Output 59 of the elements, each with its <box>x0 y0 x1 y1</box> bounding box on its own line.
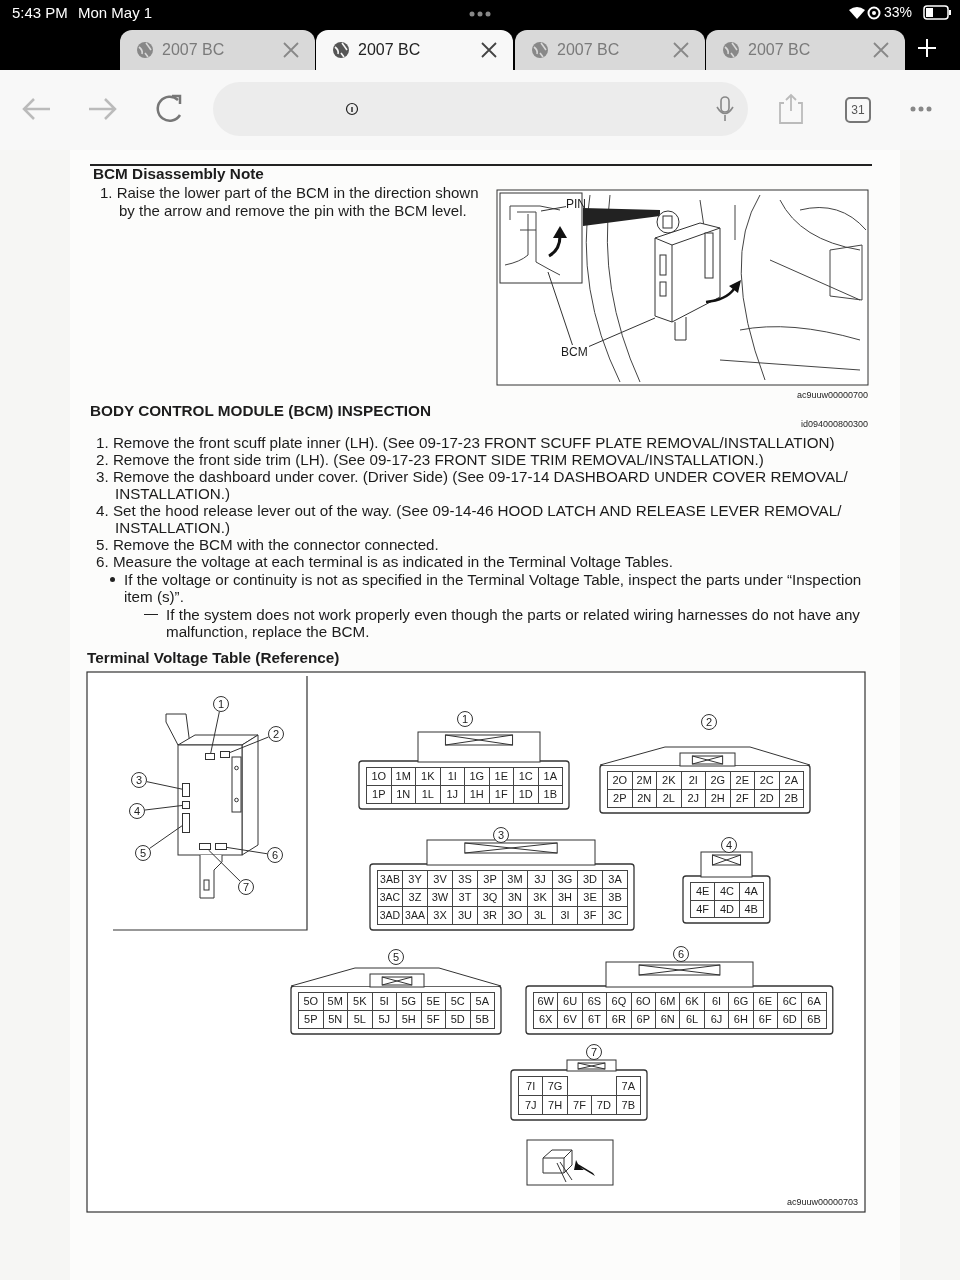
terminal-cell: 7D <box>591 1095 617 1115</box>
leader-line <box>144 805 183 811</box>
instruction-step: 4. Set the hood release lever out of the way. (See 09-14-46 HOOD LATCH AND RELEASE LEVER REMOVAL/ INSTALLATION.) <box>96 502 876 536</box>
figure-code: ac9uuw00000703 <box>785 1197 858 1208</box>
connector-slot <box>199 843 211 850</box>
figure-code: ac9uuw00000700 <box>795 390 868 401</box>
terminal-cell: 7F <box>566 1095 593 1115</box>
document-id: id094000800300 <box>799 419 868 430</box>
instruction-step: 3. Remove the dashboard under cover. (Driver Side) (See 09-17-14 DASHBOARD UNDER COVER REMOVAL/ INSTALLATION.) <box>96 468 876 502</box>
connector-slot <box>182 813 190 833</box>
instruction-step: 1. Raise the lower part of the BCM in the direction shown by the arrow and remove the pin with the BCM level. <box>100 184 479 220</box>
leader-line <box>149 825 183 849</box>
terminal-cell: 4A <box>738 882 764 901</box>
leader-line <box>146 781 183 790</box>
connector-slot <box>215 843 227 850</box>
instruction-note: If the voltage or continuity is not as specified in the Terminal Voltage Table, inspect the parts under “Inspection item (s)”. <box>124 571 863 605</box>
terminal-cell: 5B <box>469 1010 495 1029</box>
terminal-cell: 3AD <box>377 906 403 925</box>
terminal-cell: 7J <box>518 1095 544 1115</box>
browser-tab: 2007 BC <box>120 30 315 70</box>
terminal-cell: 5P <box>298 1010 324 1029</box>
terminal-cell: 6B <box>801 1010 827 1029</box>
instruction-step: 6. Measure the voltage at each terminal is as indicated in the Terminal Voltage Tables. <box>96 553 876 570</box>
tab-count-button: 31 <box>845 97 871 123</box>
leader-line <box>547 271 573 346</box>
connector-slot <box>182 801 190 809</box>
leader-line <box>226 846 268 855</box>
leader-line <box>588 317 656 347</box>
connector-slot <box>220 751 230 758</box>
instruction-step: 5. Remove the BCM with the connector connected. <box>96 536 876 553</box>
terminal-cell: 6X <box>533 1010 559 1029</box>
terminal-cell: 7A <box>615 1076 641 1096</box>
connector-slot <box>205 753 215 760</box>
leader-line <box>540 206 567 212</box>
section-heading: BODY CONTROL MODULE (BCM) INSPECTION <box>90 402 433 421</box>
browser-tab: 2007 BC <box>706 30 905 70</box>
terminal-cell: 4E <box>690 882 716 901</box>
browser-tab: 2007 BC <box>316 30 513 70</box>
instruction-note: If the system does not work properly even though the parts or related wiring harnesses do not have any malfunction, replace the BCM. <box>166 606 861 640</box>
table-heading: Terminal Voltage Table (Reference) <box>87 649 341 668</box>
terminal-cell: 2B <box>778 789 804 808</box>
leader-line <box>210 711 220 754</box>
terminal-cell: 1B <box>537 785 563 804</box>
battery-percent: 33% <box>884 4 914 21</box>
leader-line <box>208 849 241 882</box>
part-label: BCM <box>561 345 588 360</box>
terminal-cell: 7B <box>615 1095 641 1115</box>
terminal-cell: 1P <box>366 785 392 804</box>
instruction-step: 1. Remove the front scuff plate inner (LH). (See 09-17-23 FRONT SCUFF PLATE REMOVAL/INSTALLATION) <box>96 434 876 451</box>
terminal-cell: 7G <box>542 1076 568 1096</box>
terminal-cell: 7I <box>518 1076 544 1096</box>
status-date: Mon May 1 <box>78 4 154 22</box>
part-label: PIN <box>566 197 586 212</box>
section-heading: BCM Disassembly Note <box>93 165 265 184</box>
connector-slot <box>182 783 190 797</box>
terminal-cell: 3C <box>602 906 628 925</box>
browser-tab: 2007 BC <box>515 30 705 70</box>
instruction-step: 2. Remove the front side trim (LH). (See 09-17-23 FRONT SIDE TRIM REMOVAL/INSTALLATION.) <box>96 451 876 468</box>
terminal-cell: 2P <box>607 789 633 808</box>
